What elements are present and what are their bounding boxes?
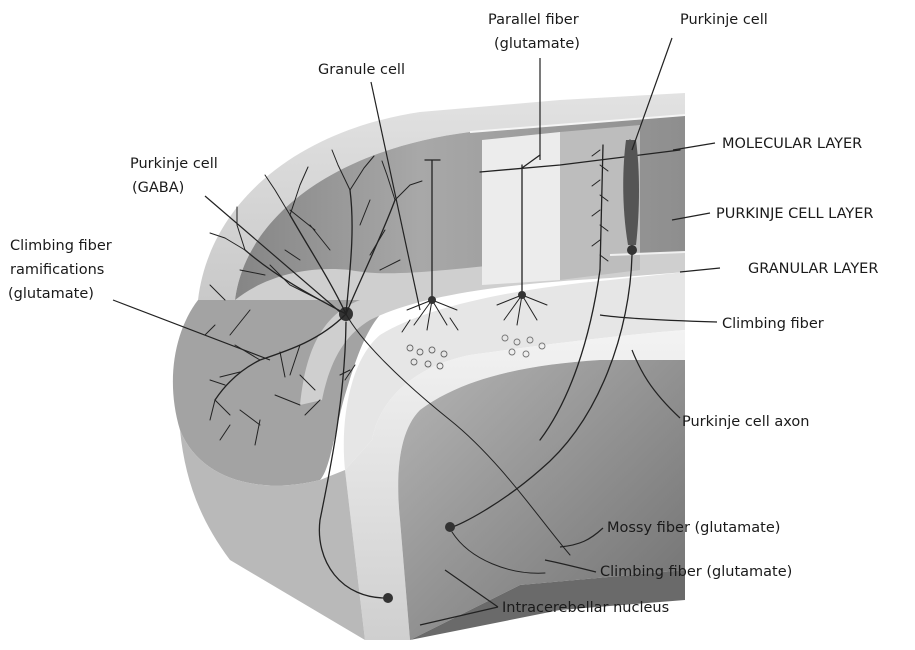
label-parallel-fiber-1: Parallel fiber [488, 12, 579, 28]
label-intracerebellar-nucleus: Intracerebellar nucleus [502, 600, 669, 616]
label-climbing-fiber: Climbing fiber [722, 316, 824, 332]
label-purkinje-gaba-1: Purkinje cell [130, 156, 218, 172]
label-climbing-ram-3: (glutamate) [8, 286, 94, 302]
label-mossy-fiber: Mossy fiber (glutamate) [607, 520, 780, 536]
nucleus-neuron-right [445, 522, 455, 532]
nucleus-neuron-left [383, 593, 393, 603]
label-climbing-fiber-glutamate: Climbing fiber (glutamate) [600, 564, 792, 580]
label-purkinje-cell-axon: Purkinje cell axon [682, 414, 809, 430]
label-parallel-fiber-2: (glutamate) [494, 36, 580, 52]
cut-window [482, 132, 560, 285]
label-purkinje-cell-top: Purkinje cell [680, 12, 768, 28]
label-granular-layer: GRANULAR LAYER [748, 261, 878, 277]
label-granule-cell: Granule cell [318, 62, 405, 78]
label-purkinje-cell-layer: PURKINJE CELL LAYER [716, 206, 873, 222]
label-climbing-ram-1: Climbing fiber [10, 238, 112, 254]
label-climbing-ram-2: ramifications [10, 262, 104, 278]
label-molecular-layer: MOLECULAR LAYER [722, 136, 862, 152]
label-purkinje-gaba-2: (GABA) [132, 180, 184, 196]
